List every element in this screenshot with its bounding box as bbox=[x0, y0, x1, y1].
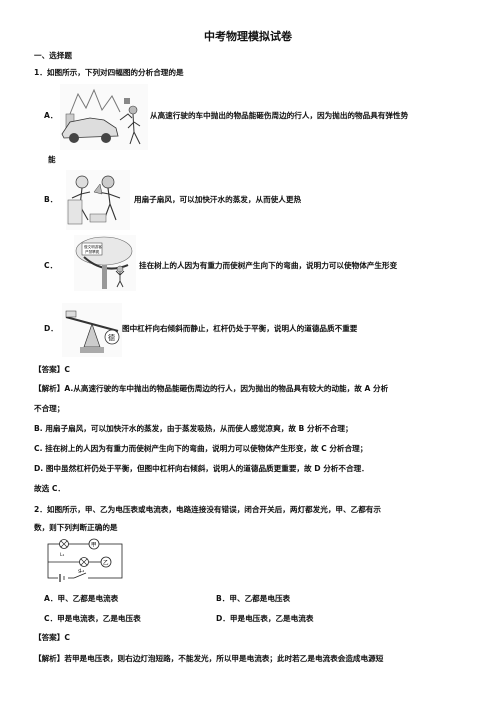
option-b-label: B． bbox=[44, 195, 58, 204]
q1-analysis-d: D. 图中虽然杠杆仍处于平衡，但图中杠杆向右倾斜，说明人的道德品质更重要，故 D… bbox=[34, 464, 369, 473]
answer-label: 【答案】 bbox=[34, 633, 65, 642]
tree-climbing-image: 做文明游客 严禁攀爬 bbox=[74, 235, 136, 291]
question-2-stem: 2．如图所示，甲、乙为电压表或电流表，电路连接没有错误，闭合开关后，两灯都发光，… bbox=[34, 505, 381, 514]
option-b-text: 用扇子扇风，可以加快汗水的蒸发，从而使人更热 bbox=[134, 195, 302, 204]
q1-analysis-a-cont: 不合理； bbox=[34, 404, 65, 413]
analysis-text: A.从高速行驶的车中抛出的物品能砸伤周边的行人，因为抛出的物品具有较大的动能，故… bbox=[64, 384, 389, 393]
q2-option-b: B．甲、乙都是电压表 bbox=[216, 594, 291, 603]
circuit-label-yi: 乙 bbox=[103, 560, 109, 567]
option-c-label: C． bbox=[44, 261, 58, 270]
circuit-label-jia: 甲 bbox=[91, 542, 97, 549]
analysis-label: 【解析】 bbox=[34, 384, 65, 393]
circuit-diagram: 甲 乙 L₁ L₂ S bbox=[44, 536, 128, 584]
q1-conclusion: 故选 C． bbox=[34, 484, 65, 493]
option-d-text: 图中杠杆向右倾斜而静止，杠杆仍处于平衡，说明人的道德品质不重要 bbox=[122, 324, 358, 333]
q1-analysis-b: B. 用扇子扇风，可以加快汗水的蒸发，由于蒸发吸热，从而使人感觉凉爽，故 B 分… bbox=[34, 424, 353, 433]
analysis-text: 若甲是电压表，则右边灯泡短路，不能发光，所以甲是电流表；此时若乙是电流表会造成电… bbox=[64, 654, 384, 663]
question-2-stem-cont: 数，则下列判断正确的是 bbox=[34, 523, 118, 532]
q2-answer: 【答案】C bbox=[34, 633, 70, 643]
section-heading: 一、选择题 bbox=[34, 51, 72, 60]
answer-label: 【答案】 bbox=[34, 365, 65, 374]
analysis-label: 【解析】 bbox=[34, 654, 65, 663]
option-d-label: D． bbox=[44, 324, 58, 333]
q2-option-c: C．甲是电流表，乙是电压表 bbox=[44, 614, 141, 623]
option-a-text-cont: 能 bbox=[48, 155, 56, 164]
fan-image bbox=[66, 170, 130, 230]
option-a-text: 从高速行驶的车中抛出的物品能砸伤周边的行人，因为抛出的物品具有弹性势 bbox=[150, 111, 409, 120]
q2-option-d: D．甲是电压表，乙是电流表 bbox=[216, 614, 314, 623]
circuit-label-l1: L₁ bbox=[60, 552, 65, 558]
option-c-text: 挂在树上的人因为有重力而使树产生向下的弯曲，说明力可以使物体产生形变 bbox=[139, 261, 398, 270]
question-1-stem: 1．如图所示，下列对四幅图的分析合理的是 bbox=[34, 68, 184, 77]
q1-analysis-c: C. 挂在树上的人因为有重力而使树产生向下的弯曲，说明力可以使物体产生形变，故 … bbox=[34, 444, 368, 453]
answer-value: C bbox=[64, 365, 70, 374]
de-character: 德 bbox=[108, 333, 115, 342]
q1-answer: 【答案】C bbox=[34, 365, 70, 375]
q1-analysis-a: 【解析】A.从高速行驶的车中抛出的物品能砸伤周边的行人，因为抛出的物品具有较大的… bbox=[34, 384, 388, 394]
option-a-label: A． bbox=[44, 111, 58, 120]
answer-value: C bbox=[64, 633, 70, 642]
circuit-label-s: S bbox=[78, 569, 81, 575]
page-title: 中考物理模拟试卷 bbox=[204, 30, 292, 43]
circuit-label-l2: L₂ bbox=[80, 568, 85, 574]
sign-text-2: 严禁攀爬 bbox=[85, 249, 100, 254]
q2-analysis: 【解析】若甲是电压表，则右边灯泡短路，不能发光，所以甲是电流表；此时若乙是电流表… bbox=[34, 654, 383, 664]
q2-option-a: A．甲、乙都是电流表 bbox=[44, 594, 119, 603]
sign-text-1: 做文明游客 bbox=[84, 244, 102, 249]
car-throwing-image bbox=[60, 84, 148, 150]
lever-image: 德 bbox=[62, 303, 122, 357]
